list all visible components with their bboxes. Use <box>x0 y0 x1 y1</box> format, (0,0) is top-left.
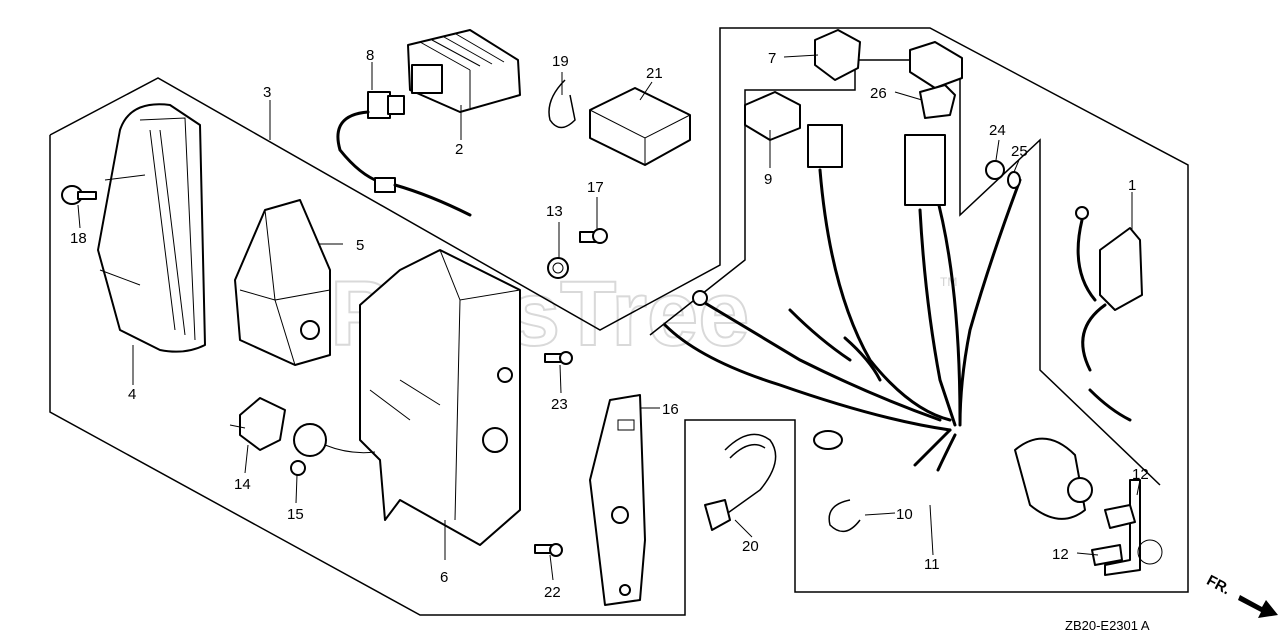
diagram-code: ZB20-E2301 A <box>1065 618 1150 633</box>
callout-25: 25 <box>1011 143 1028 160</box>
band-20 <box>704 433 777 531</box>
callout-11: 11 <box>924 556 940 573</box>
callout-14: 14 <box>234 476 251 493</box>
control-box-6 <box>359 249 521 546</box>
switch-14 <box>229 397 286 451</box>
sensor-1 <box>1075 206 1143 422</box>
pad-21 <box>589 87 691 166</box>
callout-10: 10 <box>896 506 913 523</box>
callout-13: 13 <box>546 203 563 220</box>
clip-10 <box>828 499 861 533</box>
callout-24: 24 <box>989 122 1006 139</box>
callout-17: 17 <box>587 179 604 196</box>
control-cover <box>97 103 206 353</box>
clip-19 <box>548 79 576 129</box>
front-direction-marker: FR. <box>1204 572 1278 618</box>
left-group-boundary <box>49 27 1189 593</box>
main-harness-11 <box>663 124 1022 472</box>
direction-label: FR. <box>1204 572 1233 598</box>
sub-harness-8 <box>336 91 472 217</box>
left-group-boundary-bottom <box>49 135 1065 616</box>
callout-5: 5 <box>356 237 364 254</box>
nut-24 <box>985 160 1005 180</box>
callout-22: 22 <box>544 584 561 601</box>
leader-lines <box>77 54 1141 581</box>
callout-12-upper: 12 <box>1132 466 1149 483</box>
lamp-15 <box>290 423 376 476</box>
clamp-13 <box>547 257 569 279</box>
key-12 <box>1091 479 1163 576</box>
callout-1: 1 <box>1128 177 1136 194</box>
relay-7 <box>814 29 861 81</box>
watermark-tm: TM <box>940 275 957 289</box>
callout-16: 16 <box>662 401 679 418</box>
callout-20: 20 <box>742 538 759 555</box>
callout-19: 19 <box>552 53 569 70</box>
callout-23: 23 <box>551 396 568 413</box>
callout-2: 2 <box>455 141 463 158</box>
callout-6: 6 <box>440 569 448 586</box>
screw-17 <box>579 228 608 244</box>
direction-arrow-icon <box>1238 595 1278 618</box>
callout-3: 3 <box>263 84 271 101</box>
ignition-switch <box>1014 437 1093 520</box>
callout-4: 4 <box>128 386 136 403</box>
grommet <box>813 430 843 450</box>
washer-25 <box>1007 171 1021 189</box>
callout-21: 21 <box>646 65 663 82</box>
callout-15: 15 <box>287 506 304 523</box>
callout-26: 26 <box>870 85 887 102</box>
fuse-cover <box>909 41 963 89</box>
fuse-26 <box>919 84 956 119</box>
bracket-5 <box>234 199 331 366</box>
connector-9 <box>744 91 801 141</box>
screw-22 <box>534 543 563 557</box>
callout-7: 7 <box>768 50 776 67</box>
callout-18: 18 <box>70 230 87 247</box>
callout-9: 9 <box>764 171 772 188</box>
plate-16 <box>589 394 646 606</box>
regulator-2 <box>407 29 521 113</box>
callout-12-lower: 12 <box>1052 546 1069 563</box>
harness-group-boundary <box>649 59 1161 486</box>
callout-8: 8 <box>366 47 374 64</box>
bolt-18 <box>61 185 97 205</box>
screw-23 <box>544 351 573 365</box>
callouts: 1 2 3 4 5 6 7 8 9 10 11 12 12 13 14 15 1… <box>70 47 1149 601</box>
